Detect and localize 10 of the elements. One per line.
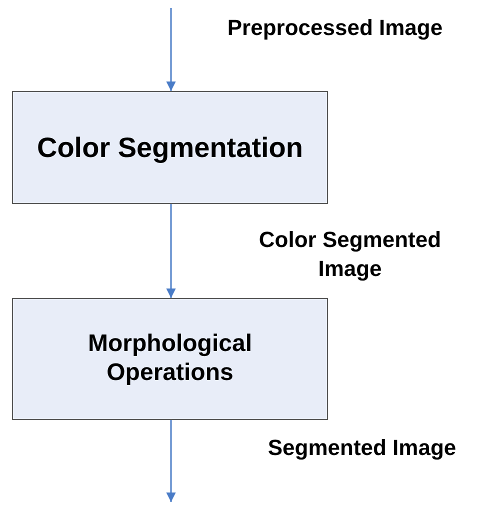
edge-label: Color Segmented Image bbox=[258, 226, 442, 283]
process-box bbox=[12, 91, 328, 204]
process-label: Morphological Operations bbox=[87, 330, 253, 388]
arrow bbox=[166, 420, 176, 502]
process-label: Color Segmentation bbox=[36, 130, 304, 164]
arrow bbox=[166, 8, 176, 92]
process-box bbox=[12, 298, 328, 420]
arrow bbox=[166, 204, 176, 298]
edge-label: Segmented Image bbox=[266, 434, 458, 462]
edge-label: Preprocessed Image bbox=[226, 14, 444, 42]
